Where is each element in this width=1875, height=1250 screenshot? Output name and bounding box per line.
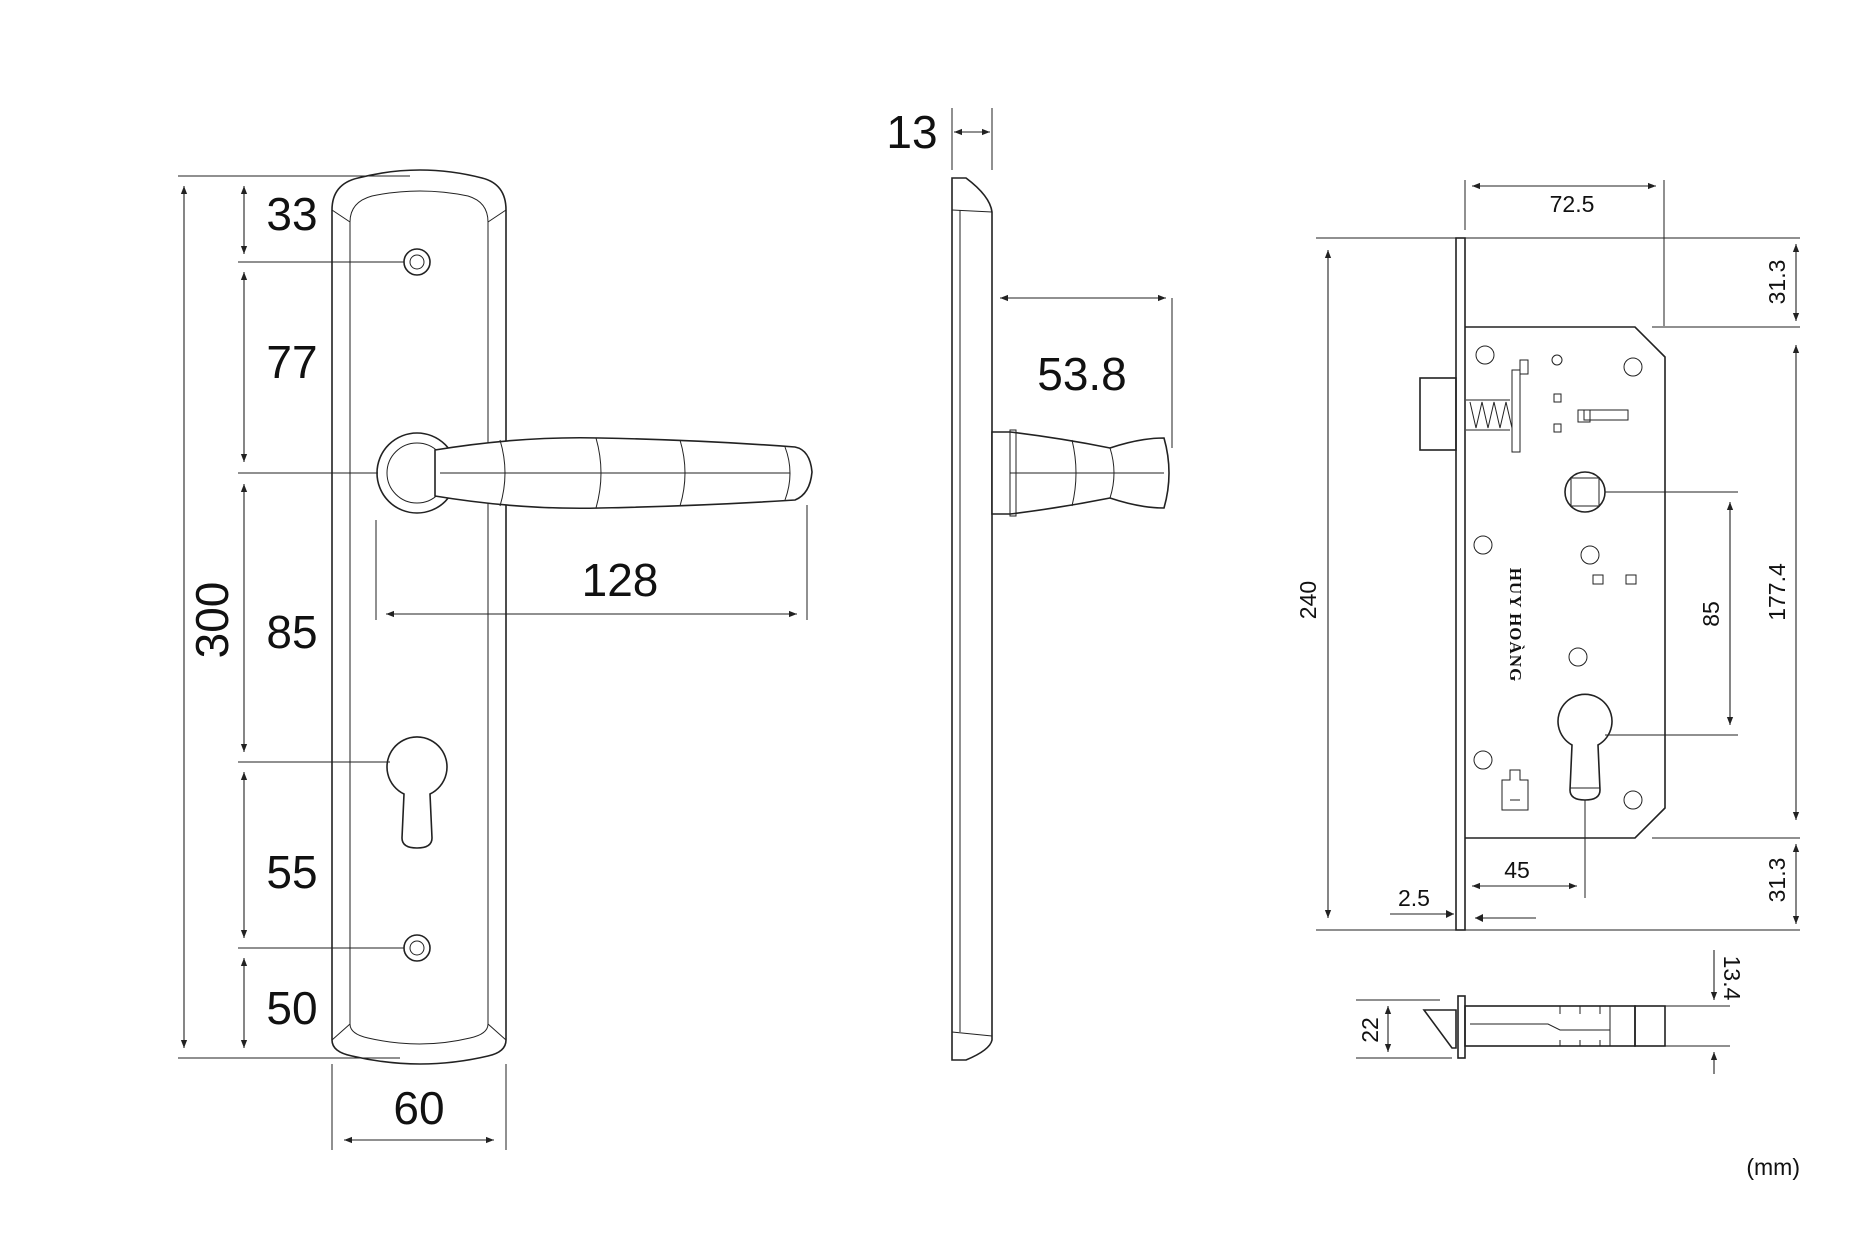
- side-dimensions: [951, 108, 1173, 448]
- lock-dimensions: [1316, 180, 1800, 931]
- top-view-dimensions: [1356, 950, 1730, 1074]
- mortise-lock-body: HUY HOÀNG: [1419, 237, 1666, 931]
- dim-faceplate-thickness: 2.5: [1398, 885, 1430, 911]
- side-dimension-labels: 13 53.8: [886, 106, 1126, 400]
- lever-handle-front: [376, 432, 813, 514]
- lock-screws: [1473, 345, 1643, 810]
- dim-plate-total-height: 300: [186, 582, 238, 659]
- dim-top-to-screw: 33: [266, 188, 317, 240]
- dim-handle-to-cylinder: 85: [266, 606, 317, 658]
- lever-handle-side: [991, 429, 1170, 517]
- front-dimension-labels: 300 33 77 85 55 50 60 128: [186, 188, 658, 1134]
- dim-faceplate-width: 22: [1357, 1017, 1383, 1043]
- lock-case: [1465, 326, 1666, 839]
- brand-label: HUY HOÀNG: [1506, 568, 1525, 683]
- backplate-side-view: [951, 177, 1170, 1061]
- dim-plate-thickness: 13: [886, 106, 937, 158]
- dim-faceplate-height: 240: [1295, 581, 1321, 619]
- dim-latch-height: 13.4: [1719, 956, 1745, 1001]
- dim-plate-width: 60: [393, 1082, 444, 1134]
- top-view-labels: 22 13.4: [1357, 956, 1745, 1043]
- dim-case-height: 177.4: [1764, 563, 1790, 621]
- dim-cylinder-to-screw: 55: [266, 846, 317, 898]
- dim-lock-top-offset: 31.3: [1764, 260, 1790, 305]
- cylinder-cutout: [1557, 693, 1613, 801]
- front-dimensions: [178, 175, 808, 1150]
- backplate-bevel: [349, 190, 489, 1045]
- bottom-catch: [1501, 769, 1529, 811]
- unit-label: (mm): [1746, 1154, 1800, 1180]
- dim-lever-projection: 53.8: [1037, 348, 1127, 400]
- screw-hole-top: [403, 248, 431, 276]
- dim-backset: 72.5: [1550, 191, 1595, 217]
- dim-center-distance: 85: [1698, 601, 1724, 627]
- dim-screw-to-bottom: 50: [266, 982, 317, 1034]
- dim-cylinder-backset: 45: [1504, 857, 1530, 883]
- lock-top-view: [1422, 995, 1666, 1059]
- faceplate: [1455, 237, 1466, 931]
- dim-lever-length: 128: [582, 554, 659, 606]
- latch-bolt: [1419, 377, 1457, 451]
- screw-hole-bottom: [403, 934, 431, 962]
- backplate-outline: [331, 169, 507, 1065]
- lock-dimension-labels: 72.5 31.3 240 177.4 85 31.3 45 2.5: [1295, 191, 1790, 911]
- keyhole-cylinder: [386, 736, 448, 849]
- dim-screw-to-handle: 77: [266, 336, 317, 388]
- backplate-front-view: [331, 169, 507, 1065]
- dim-lock-bottom-offset: 31.3: [1764, 858, 1790, 903]
- spindle-hole: [1564, 471, 1606, 513]
